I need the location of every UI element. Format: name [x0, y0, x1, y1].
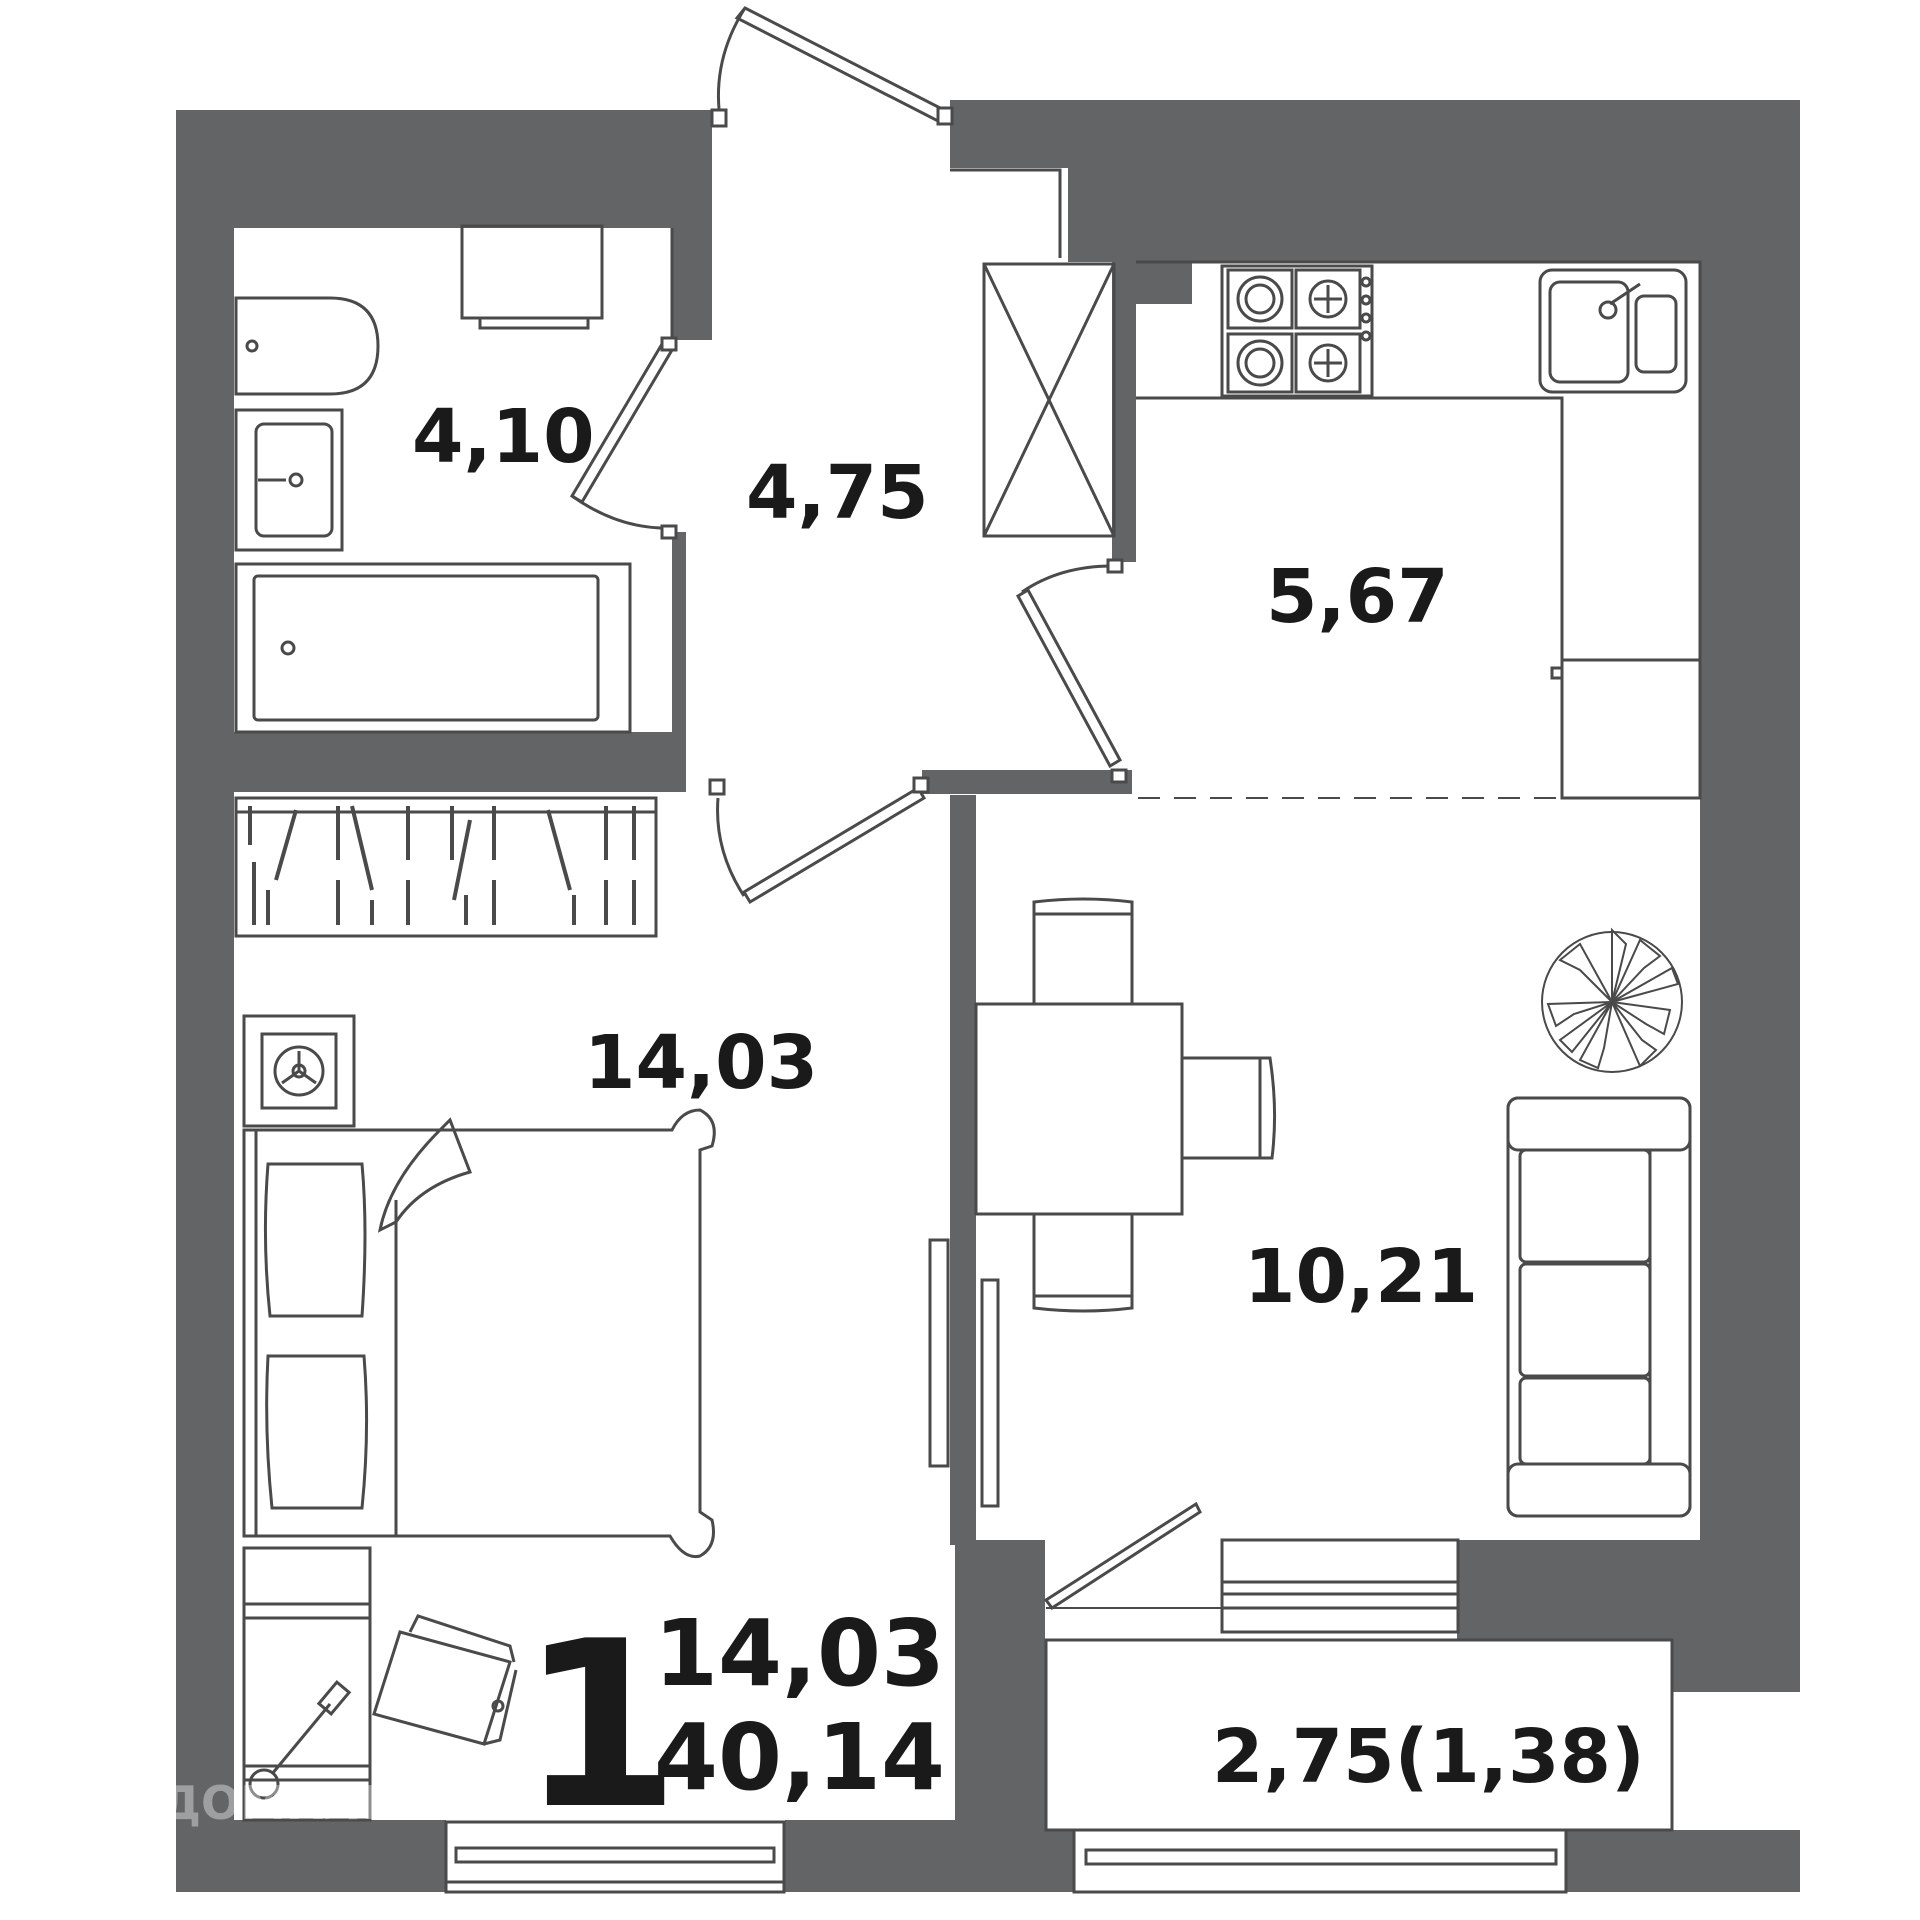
- balcony: [1044, 1638, 1674, 1894]
- bedroom-fixtures: [234, 796, 716, 1822]
- bathroom-door: [569, 336, 678, 540]
- living-room-area-label: 10,21: [1244, 1234, 1479, 1320]
- plant-icon: [1541, 927, 1683, 1073]
- bedroom-door: [708, 776, 930, 905]
- total-area-value: 40,14: [654, 1704, 946, 1811]
- balcony-area-label: 2,75(1,38): [1212, 1714, 1645, 1800]
- hallway-area-label: 4,75: [746, 450, 929, 536]
- kitchen-fixtures: [982, 260, 1702, 800]
- entrance-door: [710, 6, 954, 128]
- house-icon: [81, 1751, 155, 1825]
- bathroom-fixtures: [234, 224, 674, 734]
- bedroom-window: [444, 1820, 786, 1894]
- living-fixtures: [928, 897, 1692, 1518]
- bathroom-area-label: 4,10: [412, 394, 595, 480]
- bedroom-area-label: 14,03: [584, 1020, 819, 1106]
- living-area-value: 14,03: [654, 1600, 946, 1707]
- living-window: [1220, 1538, 1460, 1634]
- walls: [176, 100, 1800, 1892]
- rooms-count: 1: [520, 1593, 680, 1860]
- kitchen-area-label: 5,67: [1266, 554, 1449, 640]
- watermark-text: ДОМКЛИК: [160, 1776, 438, 1830]
- balcony-door: [1043, 1501, 1222, 1611]
- hallway-contour: [950, 168, 1062, 258]
- kitchen-door: [1015, 558, 1128, 784]
